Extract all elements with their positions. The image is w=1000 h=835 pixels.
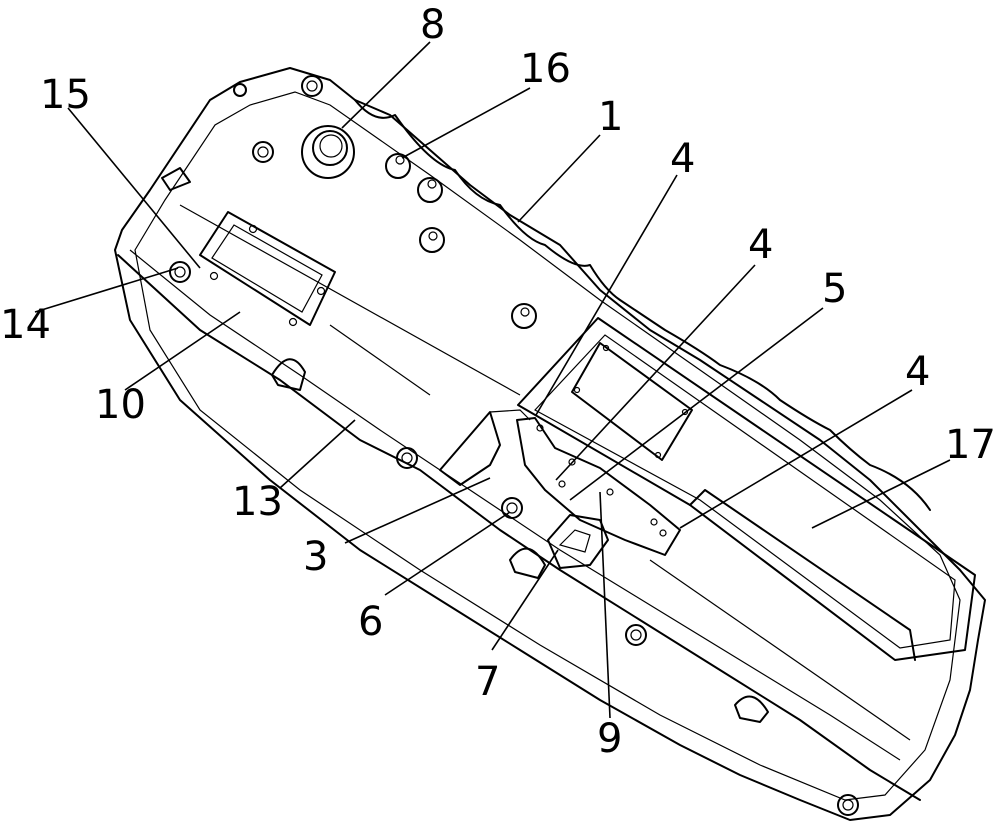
raised-box-17-inner — [534, 334, 956, 649]
window-10-bolt-3 — [209, 271, 219, 281]
step-3 — [439, 411, 501, 486]
label-1: 1 — [598, 94, 623, 140]
cover-bottom-edge — [117, 254, 921, 801]
window-10-inner — [211, 224, 323, 313]
boss-8-outer — [301, 125, 355, 179]
label-3: 3 — [303, 534, 328, 580]
plate-rivet-3 — [681, 408, 689, 416]
plate-9-hole-4 — [650, 518, 658, 526]
cover-top-edge — [354, 99, 931, 511]
plate-rivet-2 — [602, 344, 610, 352]
label-5: 5 — [822, 266, 847, 312]
cover-bottom-edge-inner — [129, 249, 901, 761]
mounting-tabs — [161, 167, 769, 723]
label-6: 6 — [358, 599, 383, 645]
raised-box-17-front — [689, 489, 916, 661]
window-10-bolt-1 — [248, 224, 258, 234]
label-4-top: 4 — [670, 136, 695, 182]
corner-bolts — [169, 75, 859, 816]
label-17: 17 — [945, 422, 996, 468]
window-10-outer — [199, 211, 336, 326]
label-13: 13 — [232, 479, 283, 525]
cover-outer-outline — [114, 67, 986, 821]
cover-inner-rim — [134, 91, 961, 801]
window-10-bolt-4 — [288, 317, 298, 327]
label-9: 9 — [597, 716, 622, 762]
rib-line-1 — [179, 204, 521, 396]
plate-rivet-1 — [573, 386, 581, 394]
label-16: 16 — [520, 46, 571, 92]
label-15: 15 — [40, 72, 91, 118]
label-plate — [571, 342, 693, 461]
rib-line-3 — [649, 559, 911, 741]
label-4-right: 4 — [905, 349, 930, 395]
boss-8-ring — [312, 130, 348, 166]
window-10-bolt-2 — [316, 286, 326, 296]
reference-numerals: 8 16 1 15 4 4 5 14 4 10 17 13 3 6 7 9 — [0, 2, 996, 762]
plate-9-hole-5 — [659, 529, 667, 537]
leader-lines — [34, 41, 951, 719]
label-10: 10 — [95, 382, 146, 428]
rib-line-2 — [329, 324, 431, 396]
fitting-7 — [547, 514, 609, 569]
bosses-16 — [385, 153, 537, 329]
plate-9-hole-2 — [558, 480, 566, 488]
label-8: 8 — [420, 2, 445, 48]
plate-rivet-4 — [654, 451, 662, 459]
plate-9-hole-6 — [536, 424, 544, 432]
boss-8-inner — [319, 134, 343, 158]
plate-9-hole-1 — [568, 458, 576, 466]
plate-9 — [516, 417, 681, 556]
plate-9-hole-3 — [606, 488, 614, 496]
label-14: 14 — [0, 302, 51, 348]
label-7: 7 — [475, 659, 500, 705]
label-4-middle: 4 — [748, 222, 773, 268]
fitting-6 — [501, 497, 523, 519]
